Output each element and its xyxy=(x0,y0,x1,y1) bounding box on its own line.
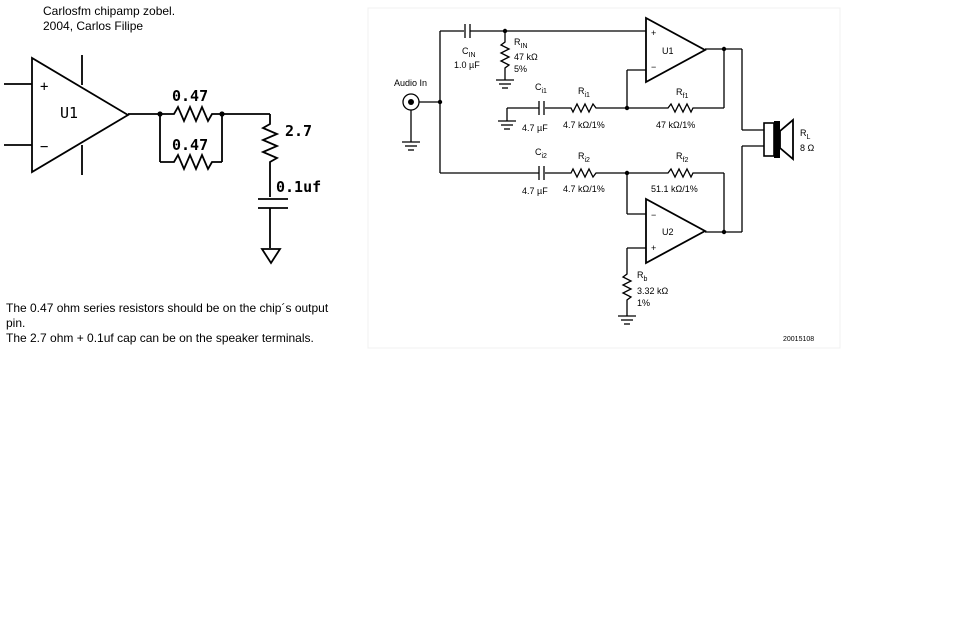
ri2-name-letter: R xyxy=(578,151,585,161)
u1-opamp xyxy=(645,16,707,84)
ci2-name-sub: i2 xyxy=(542,153,548,160)
zobel-resistor-shunt xyxy=(260,114,280,197)
rf1-name-sub: f1 xyxy=(683,93,689,100)
zobel-ground-icon xyxy=(260,248,282,265)
cin-name: CIN xyxy=(462,46,476,59)
zobel-plus-sign: + xyxy=(40,79,48,95)
u2-plus-sign: + xyxy=(651,243,656,253)
note-series-resistors: The 0.47 ohm series resistors should be … xyxy=(6,301,366,331)
zobel-opamp-u1 xyxy=(31,56,130,174)
rin-name-sub: IN xyxy=(521,43,528,50)
rin-name-letter: R xyxy=(514,37,521,47)
speaker-magnet xyxy=(774,121,780,158)
rf1-value: 47 kΩ/1% xyxy=(656,120,695,130)
zobel-u1-label: U1 xyxy=(60,104,78,122)
rb-value: 3.32 kΩ xyxy=(637,286,669,296)
ci1-name: Ci1 xyxy=(535,82,547,95)
u2-label: U2 xyxy=(662,227,674,237)
u2-opamp xyxy=(645,197,707,265)
figure-code: 20015108 xyxy=(783,336,814,343)
rb-name-sub: b xyxy=(644,276,648,283)
zobel-cap-label: 0.1uf xyxy=(276,178,321,196)
ri2-value: 4.7 kΩ/1% xyxy=(563,184,605,194)
zobel-r-shunt-label: 2.7 xyxy=(285,122,312,140)
rl-name-sub: L xyxy=(807,134,811,141)
rf2-name-letter: R xyxy=(676,151,683,161)
u1-minus-sign: − xyxy=(651,62,656,72)
rin-tolerance: 5% xyxy=(514,64,527,74)
u2-minus-sign: − xyxy=(651,210,656,220)
rf2-value: 51.1 kΩ/1% xyxy=(651,184,698,194)
u2-output-node xyxy=(721,229,727,235)
zobel-resistor-series-top xyxy=(160,104,222,124)
ci1-name-letter: C xyxy=(535,82,542,92)
audio-in-label: Audio In xyxy=(394,78,427,88)
reference-panel xyxy=(367,7,841,349)
ri2-name: Ri2 xyxy=(578,151,590,164)
cin-value: 1.0 µF xyxy=(454,60,480,70)
u1-plus-sign: + xyxy=(651,28,656,38)
zobel-r-series-bottom-label: 0.47 xyxy=(172,136,208,154)
rf1-resistor xyxy=(627,102,724,114)
zobel-resistor-series-bottom xyxy=(160,152,222,172)
header-author: 2004, Carlos Filipe xyxy=(43,19,144,33)
rin-name: RIN xyxy=(514,37,528,50)
rb-name-letter: R xyxy=(637,270,644,280)
zobel-junction-left xyxy=(157,111,163,117)
u1-label: U1 xyxy=(662,46,674,56)
ci2-value: 4.7 µF xyxy=(522,186,548,196)
audio-in-jack-center xyxy=(408,99,414,105)
zobel-minus-sign: − xyxy=(40,139,48,155)
cin-name-sub: IN xyxy=(469,52,476,59)
rl-value: 8 Ω xyxy=(800,143,815,153)
rb-resistor xyxy=(621,248,633,316)
rin-value: 47 kΩ xyxy=(514,52,538,62)
note-series-resistors-line2: pin. xyxy=(6,316,26,330)
header-title: Carlosfm chipamp zobel. xyxy=(43,4,176,18)
ci1-value: 4.7 µF xyxy=(522,123,548,133)
cin-name-letter: C xyxy=(462,46,469,56)
ci2-name: Ci2 xyxy=(535,147,547,160)
rf1-name-letter: R xyxy=(676,87,683,97)
zobel-schematic: + − U1 0.47 0.47 2.7 0.1uf xyxy=(4,55,321,265)
reference-schematic: Audio In CIN 1.0 µF RIN 47 kΩ 5% + − U1 xyxy=(367,7,841,349)
note-series-resistors-line1: The 0.47 ohm series resistors should be … xyxy=(6,301,329,315)
ci2-name-letter: C xyxy=(535,147,542,157)
ri1-name-letter: R xyxy=(578,86,585,96)
speaker-cone xyxy=(779,118,794,161)
note-zobel-terminals: The 2.7 ohm + 0.1uf cap can be on the sp… xyxy=(6,331,314,345)
ri1-name-sub: i1 xyxy=(585,92,591,99)
rf2-resistor xyxy=(627,167,724,179)
ri1-value: 4.7 kΩ/1% xyxy=(563,120,605,130)
ri1-resistor xyxy=(545,102,627,114)
rf2-name: Rf2 xyxy=(676,151,688,164)
rl-name-letter: R xyxy=(800,128,807,138)
rb-tolerance: 1% xyxy=(637,298,650,308)
speaker-icon xyxy=(763,122,775,157)
ri2-name-sub: i2 xyxy=(585,157,591,164)
rb-name: Rb xyxy=(637,270,648,283)
ci1-name-sub: i1 xyxy=(542,88,548,95)
rf1-name: Rf1 xyxy=(676,87,688,100)
zobel-r-series-top-label: 0.47 xyxy=(172,87,208,105)
rf2-name-sub: f2 xyxy=(683,157,689,164)
ri2-resistor xyxy=(545,167,627,179)
rl-name: RL xyxy=(800,128,811,141)
rin-resistor xyxy=(499,31,511,80)
ri1-name: Ri1 xyxy=(578,86,590,99)
